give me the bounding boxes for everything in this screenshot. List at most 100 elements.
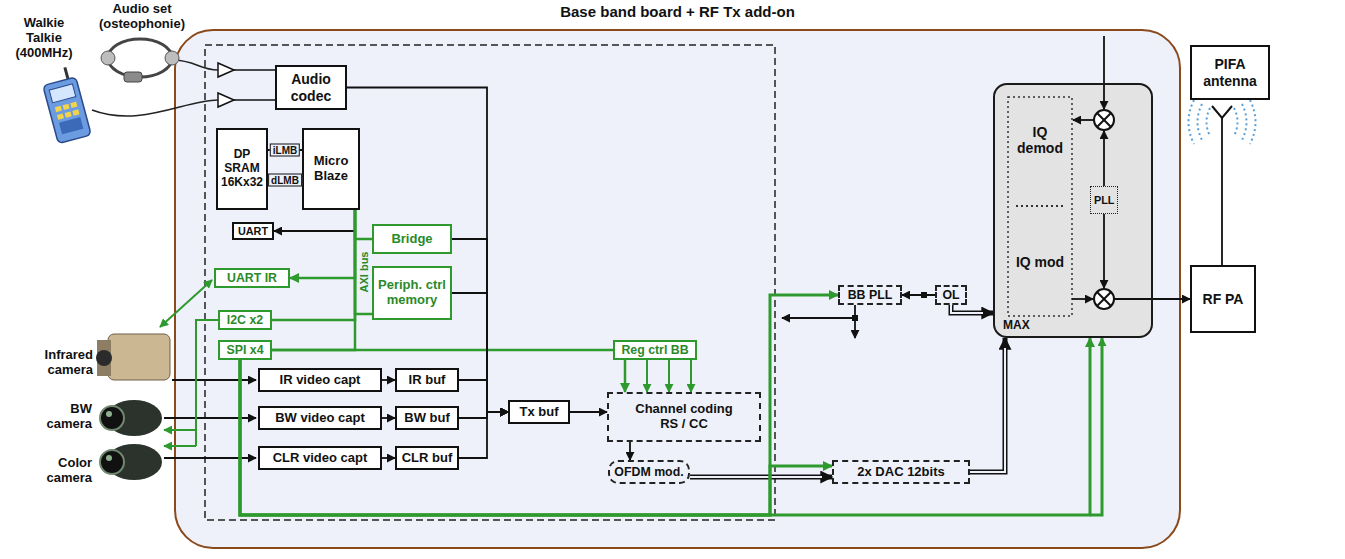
rf-chip: MAXIQ demodPLLIQ mod [993, 83, 1153, 338]
board-outline [175, 30, 1180, 548]
iq-block-outline [1008, 97, 1072, 316]
device-label: Walkie Talkie (400MHz) [8, 16, 80, 61]
control-wire-part [668, 360, 670, 392]
connector-line [459, 412, 508, 458]
antenna-box: PIFA antenna [1190, 45, 1270, 100]
buffer-box: Tx buf [508, 400, 570, 424]
coding-box: Channel codingRS / CC [607, 392, 761, 442]
connector-line [382, 417, 395, 419]
device-label: Audio set (osteophonie) [90, 2, 194, 32]
box-text: BB PLL [843, 288, 897, 302]
box-label: 2x DAC 12bits [837, 465, 965, 480]
walkie-talkie [40, 65, 91, 143]
connector [272, 350, 613, 351]
bus-label: iLMB [270, 144, 300, 157]
mixer-symbol-part [1097, 292, 1111, 306]
connector [902, 295, 935, 296]
audio-headset-part [165, 51, 179, 65]
buffer-box: BW buf [395, 406, 459, 430]
box-text: CLR buf [400, 451, 454, 466]
memory-box: DP SRAM 16Kx32 [216, 128, 268, 210]
box-text: IQ demod [1015, 124, 1065, 156]
box-label: CLR buf [400, 451, 454, 466]
infrared-camera-part [108, 334, 170, 380]
connector [355, 210, 372, 314]
radio-waves-part [1207, 108, 1211, 136]
mixer-symbol [1094, 110, 1114, 309]
connector-line [970, 348, 1005, 472]
connector-line [902, 294, 935, 296]
connector [625, 360, 626, 392]
walkie-talkie-part [72, 109, 79, 115]
control-wire-part [1090, 338, 1102, 515]
box-text: DP SRAM 16Kx32 [221, 148, 263, 189]
iq-block-outline-part [1008, 97, 1072, 316]
connector-line [459, 380, 508, 412]
connector [951, 305, 993, 313]
buffer-box: CLR buf [395, 446, 459, 470]
box-text: 2x DAC 12bits [837, 465, 965, 480]
connector-line [382, 457, 395, 459]
color-camera-part [106, 455, 112, 461]
bw-camera [100, 400, 162, 436]
box-text: Channel codingRS / CC [612, 402, 756, 432]
pll-output-wire-part [854, 305, 856, 338]
walkie-talkie-part [49, 84, 76, 103]
box-label: MAX [1003, 319, 1030, 333]
box-label: OFDM mod. [613, 465, 685, 479]
radio-waves-part [1198, 104, 1203, 140]
box-text: IR video capt [263, 373, 377, 388]
camera-control-wire-part [196, 320, 218, 446]
rf-wire-part [1073, 119, 1094, 121]
bus-label: dLMB [268, 174, 302, 187]
box-label: Bridge [377, 232, 447, 247]
box-text: BW video capt [263, 411, 377, 426]
camera-label: BW camera [30, 402, 92, 432]
register-box: Reg ctrl BB [613, 340, 697, 360]
box-label: PLL [1094, 194, 1114, 206]
connector [630, 442, 631, 460]
connector [1153, 299, 1190, 300]
connector-line [690, 475, 832, 480]
video-wire-part [164, 417, 256, 419]
audio-headset-part [124, 72, 142, 82]
video-wire-part [172, 379, 256, 381]
box-text: Micro Blaze [307, 154, 355, 184]
iq-block: IQ demod [1012, 112, 1068, 168]
connector-line [951, 305, 983, 313]
connector [347, 88, 508, 413]
camera-control-wire-part [164, 429, 196, 431]
connector [382, 458, 395, 459]
connector [452, 293, 508, 412]
box-text: UART [237, 225, 269, 237]
box-label: DP SRAM 16Kx32 [221, 148, 263, 189]
baseband-boundary-part [205, 45, 775, 520]
box-label: RS / CC [612, 417, 756, 432]
walkie-talkie-part [70, 102, 77, 108]
connector-line [272, 349, 613, 352]
box-label: IR video capt [263, 373, 377, 388]
bus-interface-box: SPI x4 [218, 340, 272, 360]
antenna-symbol-part [1212, 106, 1232, 118]
control-wire [647, 338, 1102, 515]
rf-wire-part [1072, 298, 1093, 300]
box-text: Reg ctrl BB [618, 343, 692, 357]
uart-box: UART IR [214, 268, 290, 288]
capture-box: IR video capt [258, 368, 382, 392]
connector [240, 360, 832, 515]
amplifier-box: RF PA [1190, 265, 1256, 333]
connector [382, 418, 395, 419]
mixer-symbol-part [1097, 292, 1111, 306]
connector-line [347, 88, 508, 413]
box-text: PIFA antenna [1195, 56, 1265, 88]
box-label: Micro Blaze [307, 154, 355, 184]
connector [240, 295, 838, 515]
audio-amplifier-part [234, 69, 275, 71]
antenna-symbol [1212, 106, 1232, 118]
connector [690, 477, 832, 478]
connector [290, 210, 355, 278]
connector-line [240, 360, 832, 515]
connector [452, 239, 508, 412]
box-label: CLR video capt [263, 451, 377, 466]
codec-box: Audio codec [275, 65, 347, 110]
